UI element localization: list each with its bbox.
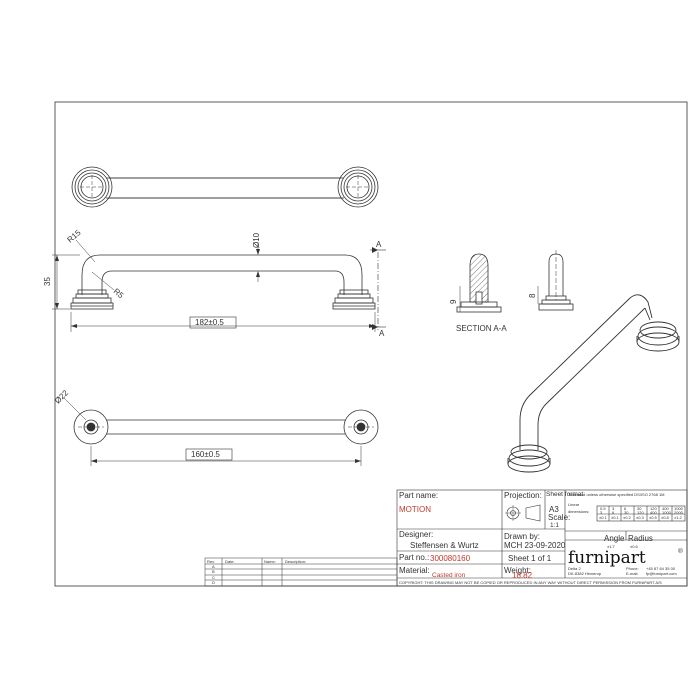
tolerance-text: Tolerance unless otherwise specified DS/… (568, 492, 665, 497)
rev-row: B (212, 569, 215, 574)
side-view (537, 250, 574, 311)
rev-row: C (212, 575, 215, 580)
part-name: MOTION (399, 505, 431, 514)
address-line-1: Delta 2 (568, 566, 581, 571)
section-label: SECTION A-A (456, 324, 507, 333)
tol-range-top: 30 (637, 506, 642, 511)
top-view (71, 166, 379, 208)
tol-range-top: 400 (662, 506, 669, 511)
rev-header: Rev. (207, 559, 215, 564)
dim-diameter-22: Ø22 (53, 388, 70, 405)
isometric-top-base (636, 321, 680, 352)
part-no: 300080160 (430, 554, 471, 563)
tol-range-top: 0.5 (600, 506, 606, 511)
material: Casted iron (432, 572, 466, 579)
tol-value: ±0.2 (623, 515, 632, 520)
front-view-right-base (332, 289, 376, 310)
drawn-by-label: Drawn by: (504, 532, 540, 541)
tol-range-top: 1000 (674, 506, 684, 511)
section-mark-top: A (376, 240, 382, 249)
tol-range-bottom: 400 (650, 510, 657, 515)
dim-height-35: 35 (43, 277, 52, 286)
section-mark-bottom: A (379, 329, 385, 338)
address-line-2: DK-8382 Hinnerup (568, 571, 602, 576)
front-view (52, 239, 386, 332)
tol-range-bottom: 120 (637, 510, 644, 515)
tol-range-bottom: 30 (624, 510, 629, 515)
brand-logo: furnipart (568, 548, 646, 568)
title-block (396, 489, 688, 587)
name-header: Name: (264, 559, 276, 564)
angle-value: ±1.7 (607, 544, 616, 549)
dim-r5: R5 (112, 287, 126, 301)
tol-value: ±0.1 (599, 515, 608, 520)
weight: 18.82 (512, 571, 533, 580)
dim-h9: 9 (449, 299, 458, 304)
tol-range-bottom: 6 (612, 510, 615, 515)
part-name-label: Part name: (399, 491, 438, 500)
description-header: Description: (285, 559, 306, 564)
tol-value: ±0.5 (649, 515, 658, 520)
radius-label: Radius (628, 534, 653, 543)
tolerance-table: 0.5 3 6 30 120 400 1000 3 6 30 120 400 1… (599, 506, 684, 520)
tol-range-bottom: 2000 (674, 510, 684, 515)
linear-label: Linear (568, 502, 580, 507)
material-label: Material: (399, 566, 430, 575)
dim-h8: 8 (528, 293, 537, 298)
radius-value: ±0.6 (630, 544, 639, 549)
tol-value: ±1.2 (674, 515, 683, 520)
section-a-a (456, 253, 502, 313)
dim-160-box (185, 448, 233, 461)
tol-range-top: 6 (624, 506, 627, 511)
drawn-by: MCH 23-09-2020 (504, 541, 566, 550)
phone-label: Phone: (626, 566, 639, 571)
dim-diameter-10: Ø10 (252, 232, 261, 248)
dimensions-label: dimensions: (568, 509, 589, 514)
dim-length-160: 160±0.5 (191, 450, 220, 459)
tol-value: ±0.8 (661, 515, 670, 520)
projection-label: Projection: (504, 491, 542, 500)
date-header: Date: (225, 559, 235, 564)
sheet-format-label: Sheet format: (546, 491, 585, 498)
top-view-left-base (71, 166, 113, 208)
part-no-label: Part no.: (399, 553, 429, 562)
top-view-right-base (337, 166, 379, 208)
email: fp@furnipart.com (646, 571, 677, 576)
brand-registered-mark: ® (678, 547, 683, 555)
designer-label: Designer: (399, 530, 433, 539)
phone: +45 87 64 35 00 (646, 566, 676, 571)
dim-length-182: 182±0.5 (195, 318, 224, 327)
isometric-view (507, 294, 680, 473)
rev-row: A (212, 564, 215, 569)
weight-label: Weight: (504, 566, 531, 575)
sheet-format: A3 (549, 505, 559, 514)
dim-182-box (189, 316, 237, 329)
front-view-left-base (70, 289, 114, 310)
tol-value: ±0.1 (611, 515, 620, 520)
rev-row: D (212, 580, 215, 585)
copyright-notice: COPYRIGHT: THIS DRAWING MAY NOT BE COPIE… (399, 580, 662, 585)
tol-value: ±0.3 (636, 515, 645, 520)
sheet-label: Sheet 1 of 1 (508, 554, 552, 563)
scale: 1:1 (550, 522, 559, 529)
angle-label: Angle (604, 534, 625, 543)
dimension-arrows (55, 247, 378, 330)
designer: Steffensen & Wurtz (410, 541, 479, 550)
tol-range-top: 120 (650, 506, 657, 511)
bottom-view (63, 397, 379, 466)
isometric-bottom-base (507, 444, 551, 473)
tol-range-bottom: 1000 (662, 510, 672, 515)
dim-r15: R15 (66, 228, 83, 245)
revision-table (204, 557, 398, 587)
email-label: E-mail: (626, 571, 638, 576)
tol-range-bottom: 3 (600, 510, 603, 515)
tol-range-top: 3 (612, 506, 615, 511)
scale-label: Scale: (548, 513, 570, 522)
